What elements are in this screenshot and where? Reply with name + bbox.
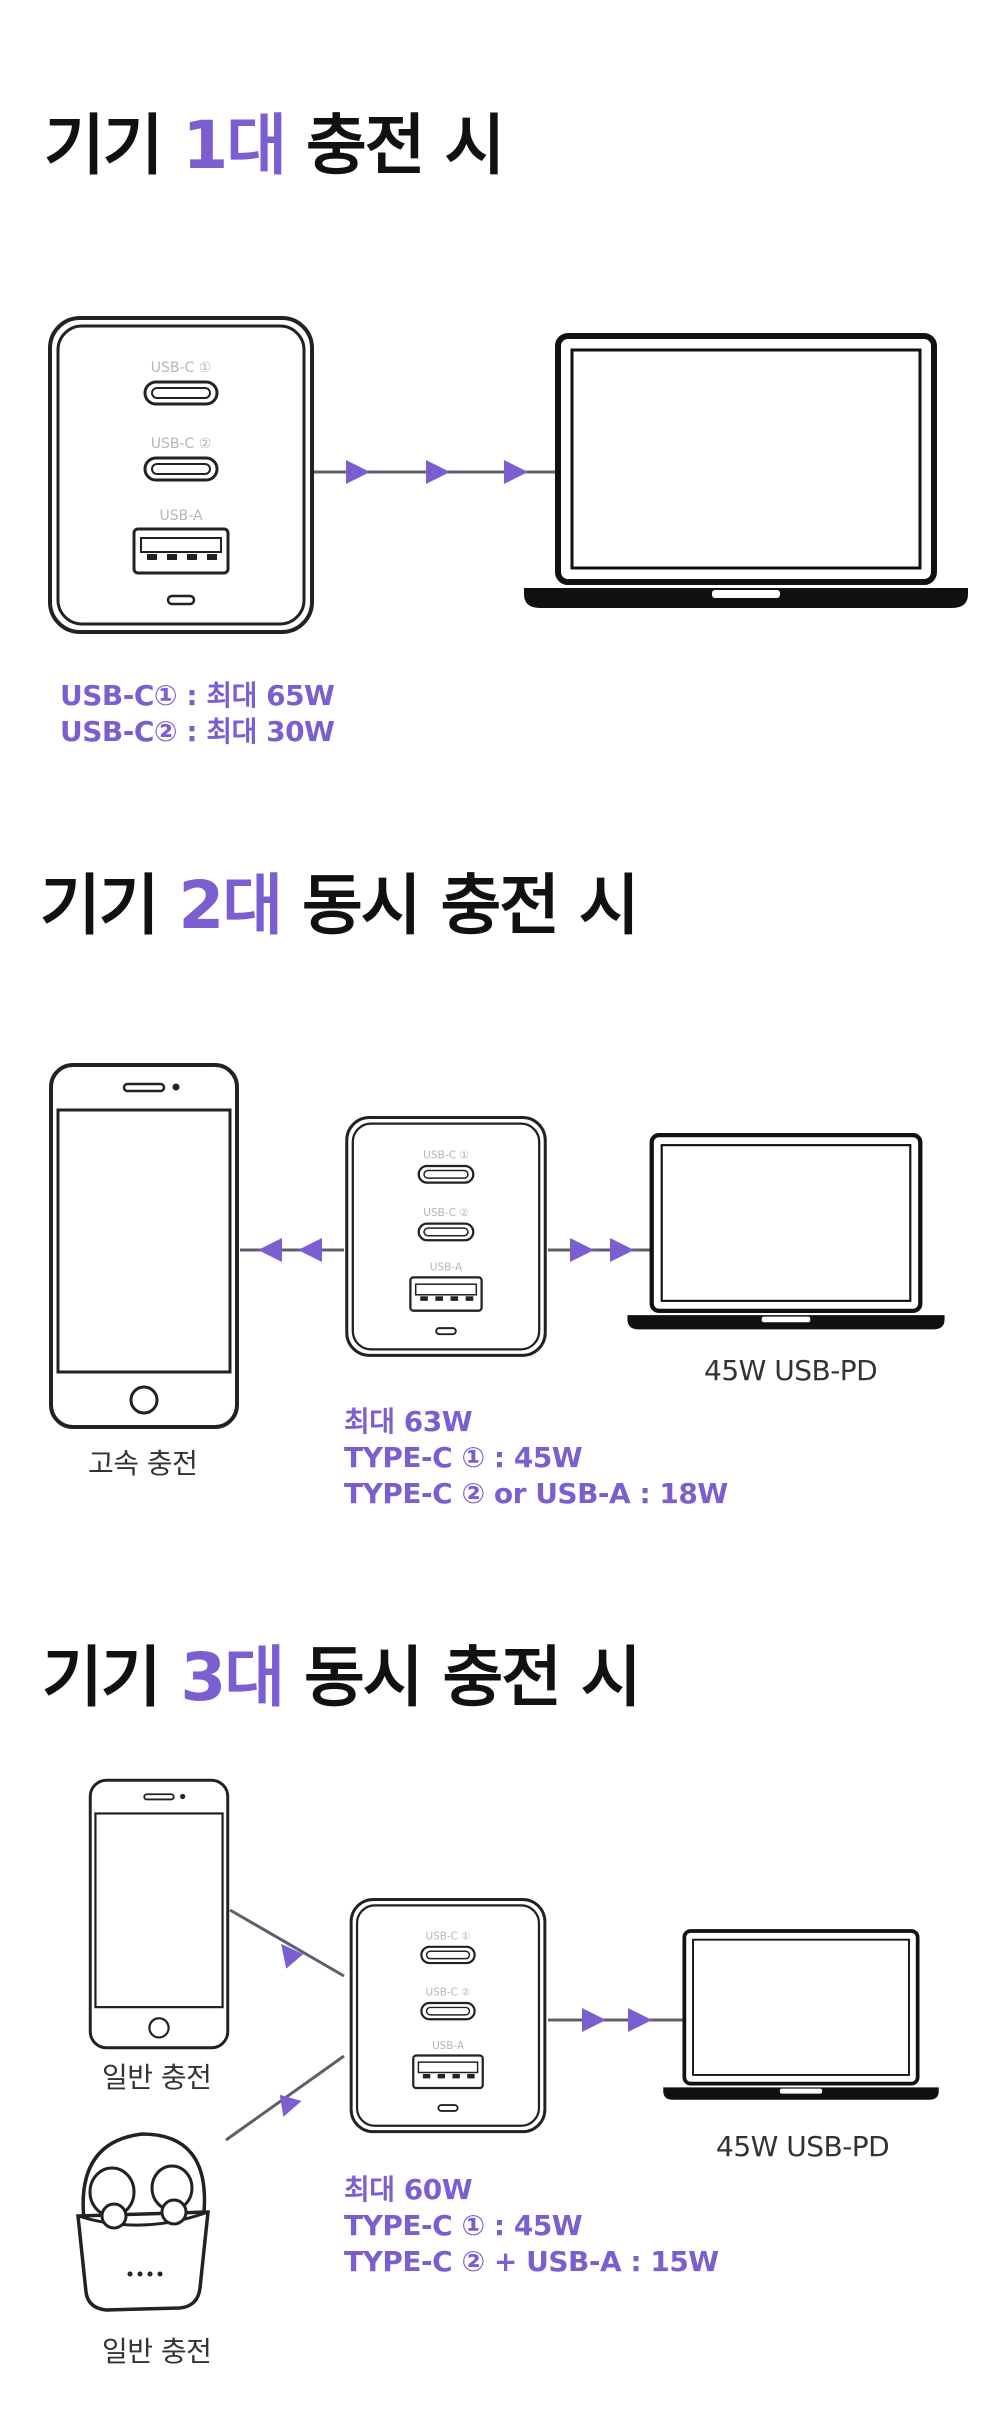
port-label-c2: USB-C ② (151, 436, 212, 452)
section-1-specs: USB-C① : 최대 65W USB-C② : 최대 30W (60, 679, 335, 748)
phone-caption: 일반 충전 (102, 2061, 212, 2094)
port-label-c1: USB-C ① (423, 1149, 469, 1161)
section-3-heading: 기기 3대 동시 충전 시 (42, 1639, 642, 1716)
laptop-icon (524, 333, 968, 608)
port-label-a: USB-A (159, 508, 202, 524)
earbuds-caption: 일반 충전 (102, 2335, 212, 2368)
section-3-specs: 최대 60W TYPE-C ① : 45W TYPE-C ② + USB-A :… (344, 2173, 719, 2278)
wireless-earbuds-icon (76, 2132, 210, 2312)
charger-icon: USB-C ① USB-C ② USB-A (349, 1897, 547, 2134)
port-label-c2: USB-C ② (423, 1207, 469, 1219)
laptop-icon (663, 1929, 939, 2100)
charger-icon: USB-C ① USB-C ② USB-A (345, 1115, 547, 1357)
charging-cable-arrows-left (240, 1238, 344, 1262)
charger-icon: USB-C ① USB-C ② USB-A (48, 316, 314, 634)
laptop-icon (627, 1133, 945, 1330)
port-label-c1: USB-C ① (151, 360, 212, 376)
smartphone-icon (88, 1778, 230, 2050)
section-2-heading: 기기 2대 동시 충전 시 (40, 867, 640, 944)
port-label-a: USB-A (430, 1262, 463, 1274)
charging-cable-arrows-right (548, 2008, 688, 2032)
laptop-caption: 45W USB-PD (704, 1354, 878, 1387)
laptop-caption: 45W USB-PD (716, 2130, 890, 2163)
charging-cable-arrows-right (548, 1238, 652, 1262)
smartphone-icon (49, 1063, 239, 1429)
charging-cable-arrows (314, 460, 562, 484)
section-2-specs: 최대 63W TYPE-C ① : 45W TYPE-C ② or USB-A … (344, 1405, 728, 1510)
port-label-c1: USB-C ① (426, 1930, 471, 1942)
port-label-a: USB-A (432, 2040, 464, 2052)
charging-cable-arrows-diagonal (225, 1908, 345, 2142)
port-label-c2: USB-C ② (426, 1987, 471, 1999)
section-1-heading: 기기 1대 충전 시 (44, 107, 505, 184)
phone-caption: 고속 충전 (88, 1447, 198, 1480)
